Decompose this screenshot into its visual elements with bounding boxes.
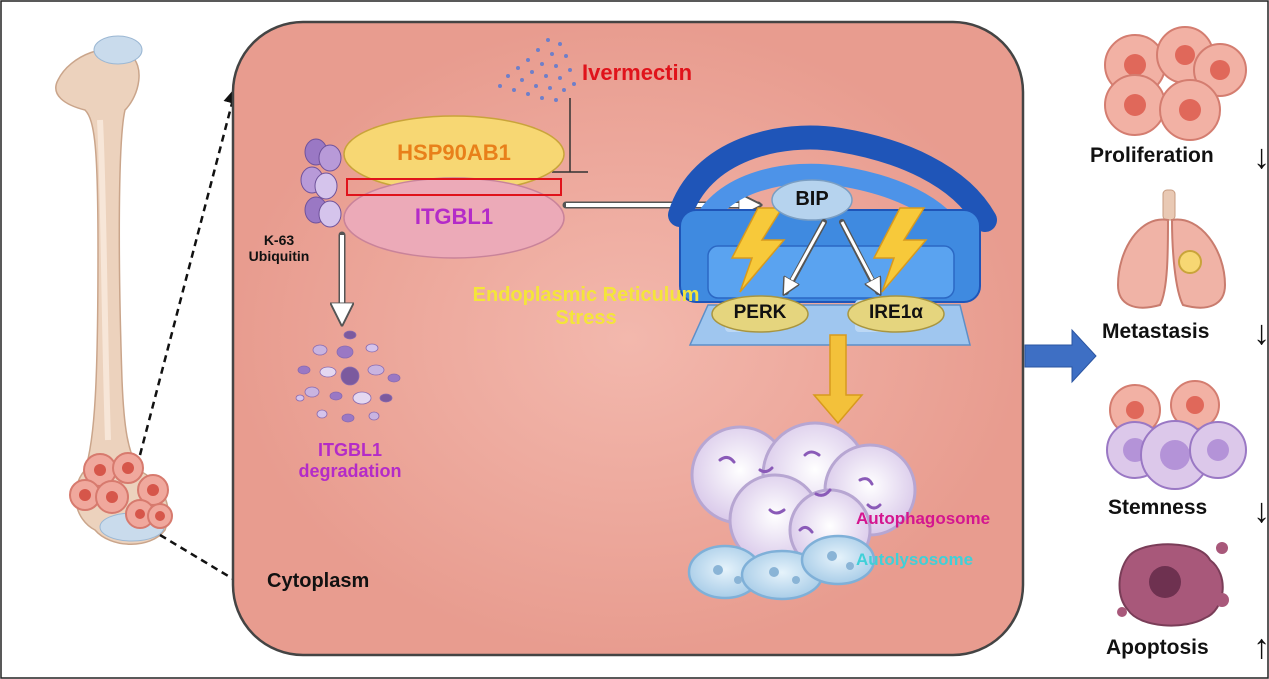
- zoom-line-bottom: [159, 533, 270, 602]
- femur-bone-illustration: [55, 35, 169, 545]
- outcome-label: Stemness: [1108, 496, 1208, 519]
- outcome-apoptosis: Apoptosis: [1106, 636, 1209, 660]
- binding-site-box: [346, 178, 562, 196]
- inhibition-line: [552, 98, 588, 173]
- degradation-fragments: [295, 330, 401, 423]
- itgbl1-degradation-label: ITGBL1 degradation: [298, 440, 402, 481]
- outcome-metastasis: Metastasis: [1102, 320, 1209, 344]
- lightning-bolt-left-icon: [730, 207, 786, 293]
- autolysosome-label: Autolysosome: [856, 550, 974, 569]
- apoptosis-cell-illustration: [1117, 542, 1229, 627]
- arrow-bip-to-perk: [784, 221, 826, 294]
- down-arrow-icon: ↓: [1253, 314, 1269, 352]
- outcome-stemness: Stemness: [1108, 496, 1207, 520]
- perk-label: PERK: [733, 302, 787, 323]
- er-stress-label: Endoplasmic Reticulum Stress: [472, 284, 700, 329]
- outcome-label: Metastasis: [1102, 320, 1210, 343]
- cytoplasm-label: Cytoplasm: [267, 570, 370, 592]
- autophagosome-label: Autophagosome: [856, 509, 991, 528]
- arrow-bip-to-ire1a: [840, 221, 880, 294]
- bip-label: BIP: [795, 188, 829, 210]
- k63-ubiquitin-label: K-63 Ubiquitin: [248, 232, 310, 265]
- arrow-to-autophagy: [812, 334, 864, 425]
- ire1a-node: [847, 295, 945, 333]
- bip-node: [771, 179, 853, 221]
- bone-tumor-cells: [69, 452, 173, 529]
- perk-node: [711, 295, 809, 333]
- outcome-label: Apoptosis: [1106, 636, 1209, 659]
- up-arrow-icon: ↑: [1253, 628, 1269, 666]
- down-arrow-icon: ↓: [1253, 138, 1269, 176]
- outcome-arrow: [1024, 328, 1097, 384]
- autophagy-vesicles: [687, 421, 917, 601]
- zoom-line-top: [138, 86, 241, 456]
- itgbl1-label: ITGBL1: [414, 204, 494, 229]
- proliferation-cells-illustration: [1104, 26, 1247, 141]
- lightning-bolt-right-icon: [872, 207, 928, 293]
- hsp90ab1-label: HSP90AB1: [397, 140, 511, 165]
- outcome-label: Proliferation: [1090, 144, 1214, 167]
- outcome-proliferation: Proliferation: [1090, 144, 1214, 168]
- lungs-illustration: [1116, 189, 1227, 309]
- down-arrow-icon: ↓: [1253, 492, 1269, 530]
- ire1a-label: IRE1α: [869, 302, 923, 323]
- stemness-cells-illustration: [1106, 380, 1247, 490]
- ivermectin-label: Ivermectin: [582, 60, 693, 85]
- ubiquitin-chain: [300, 138, 342, 228]
- ivermectin-molecules: [498, 38, 576, 102]
